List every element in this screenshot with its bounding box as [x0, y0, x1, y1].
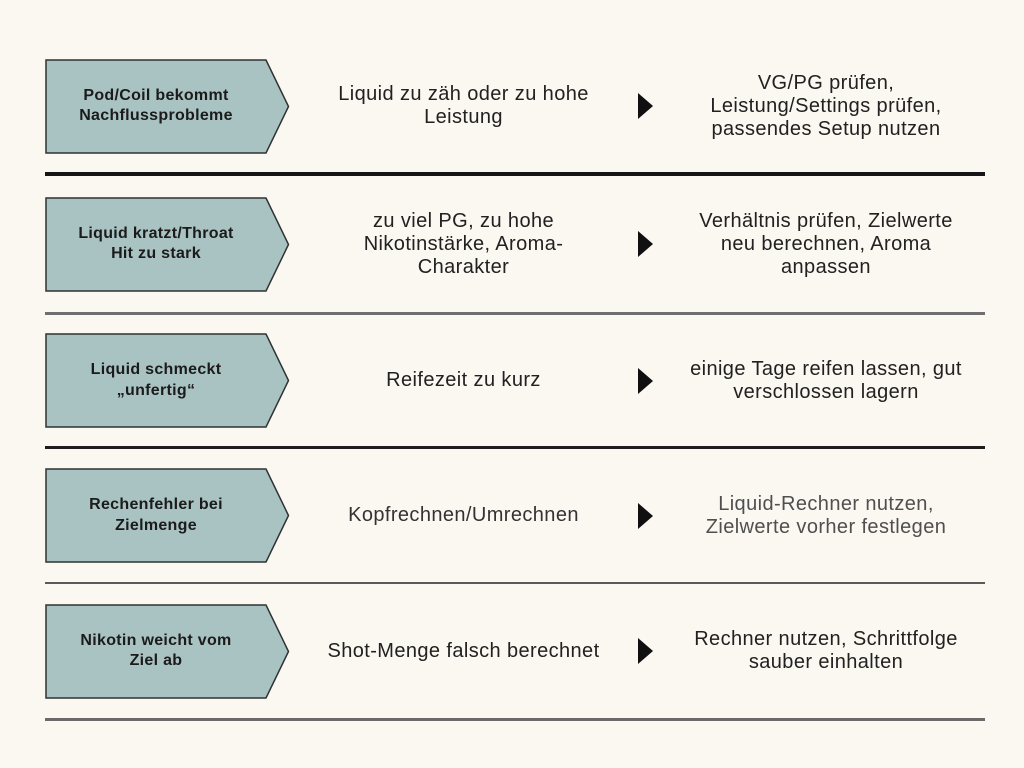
problem-arrow: Liquid kratzt/Throat Hit zu stark — [45, 196, 290, 292]
right-arrow-icon — [637, 93, 653, 119]
cause-text: Kopfrechnen/Umrechnen — [348, 504, 579, 526]
cause-text: zu viel PG, zu hohe Nikotinstärke, Aroma… — [363, 209, 564, 278]
row-divider — [45, 312, 985, 315]
pointer-cell — [637, 93, 653, 119]
problem-label: Liquid kratzt/Throat Hit zu stark — [78, 224, 234, 262]
right-arrow-icon — [637, 638, 653, 664]
row-divider — [45, 446, 985, 449]
problem-arrow: Liquid schmeckt „unfertig“ — [45, 333, 290, 428]
problem-arrow: Nikotin weicht vom Ziel ab — [45, 603, 290, 699]
solution-text: Verhältnis prüfen, Zielwerte neu berechn… — [699, 209, 953, 278]
arrow-pentagon-shape — [45, 333, 290, 428]
problem-label: Rechenfehler bei Zielmenge — [89, 496, 223, 534]
arrow-pentagon-shape — [45, 58, 290, 154]
right-arrow-icon — [637, 367, 653, 394]
solution-text: einige Tage reifen lassen, gut verschlos… — [690, 357, 962, 403]
problem-arrow: Rechenfehler bei Zielmenge — [45, 468, 290, 563]
table-row: Nikotin weicht vom Ziel ab Shot-Menge fa… — [45, 584, 985, 718]
cause-text: Shot-Menge falsch berechnet — [327, 639, 600, 662]
row-divider — [45, 172, 985, 176]
arrow-pentagon-shape — [45, 603, 290, 699]
pointer-cell — [637, 231, 653, 257]
row-divider — [45, 718, 985, 721]
problem-label: Nikotin weicht vom Ziel ab — [80, 631, 232, 669]
table-row: Pod/Coil bekommt Nachflussprobleme Liqui… — [45, 40, 985, 172]
problem-arrow: Pod/Coil bekommt Nachflussprobleme — [45, 58, 290, 154]
row-divider — [45, 582, 985, 584]
solution-text: VG/PG prüfen, Leistung/Settings prüfen, … — [710, 71, 942, 140]
pointer-cell — [637, 367, 653, 394]
solution-text: Rechner nutzen, Schrittfolge sauber einh… — [694, 628, 958, 673]
right-arrow-icon — [637, 502, 653, 529]
problem-label: Pod/Coil bekommt Nachflussprobleme — [79, 86, 233, 124]
cause-text: Liquid zu zäh oder zu hohe Leistung — [338, 83, 589, 128]
solution-text: Liquid-Rechner nutzen, Zielwerte vorher … — [705, 492, 947, 538]
right-arrow-icon — [637, 231, 653, 257]
cause-text: Reifezeit zu kurz — [386, 369, 541, 391]
pointer-cell — [637, 502, 653, 529]
table-row: Liquid schmeckt „unfertig“ Reifezeit zu … — [45, 315, 985, 446]
problem-label: Liquid schmeckt „unfertig“ — [90, 361, 222, 399]
table-row: Liquid kratzt/Throat Hit zu stark zu vie… — [45, 176, 985, 312]
arrow-pentagon-shape — [45, 468, 290, 563]
arrow-pentagon-shape — [45, 196, 290, 292]
table-row: Rechenfehler bei Zielmenge Kopfrechnen/U… — [45, 449, 985, 582]
pointer-cell — [637, 638, 653, 664]
